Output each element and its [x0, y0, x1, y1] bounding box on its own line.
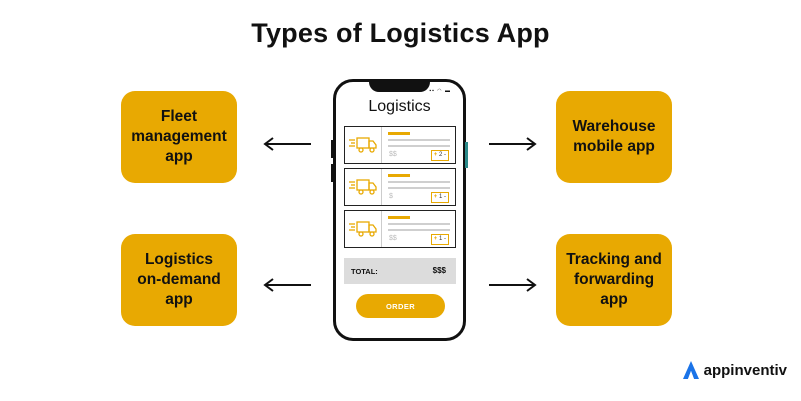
order-button[interactable]: ORDER — [356, 294, 445, 318]
quantity-stepper[interactable]: + 1 - — [430, 192, 449, 203]
item-price: $$ — [389, 151, 397, 158]
tracking-forwarding-box: Tracking and forwarding app — [556, 234, 672, 326]
brand-logo: appinventiv — [682, 360, 787, 380]
status-bar-icons: ▪▪ ◠ ▬ — [429, 88, 451, 94]
quantity-stepper[interactable]: + 1 - — [430, 234, 449, 245]
tracking-forwarding-label: Tracking and forwarding app — [566, 251, 662, 308]
arrow-left-bottom-icon — [263, 278, 311, 292]
logistics-on-demand-label: Logistics on-demand app — [137, 251, 221, 308]
phone-side-button — [331, 140, 334, 158]
diagram-title: Types of Logistics App — [251, 18, 550, 48]
screen-title: Logistics — [368, 98, 431, 115]
list-item[interactable]: $ + 1 - — [344, 168, 456, 206]
total-value: $$$ — [432, 266, 446, 275]
item-price: $ — [389, 193, 393, 200]
phone-side-button — [465, 142, 468, 168]
delivery-truck-icon — [349, 221, 377, 237]
total-bar: TOTAL: $$$ — [344, 258, 456, 284]
logistics-on-demand-box: Logistics on-demand app — [121, 234, 237, 326]
warehouse-mobile-box: Warehouse mobile app — [556, 91, 672, 183]
phone-side-button — [331, 164, 334, 182]
brand-name: appinventiv — [703, 361, 787, 379]
list-item[interactable]: $$ + 2 - — [344, 126, 456, 164]
fleet-management-label: Fleet management app — [131, 108, 227, 165]
arrow-right-bottom-icon — [489, 278, 537, 292]
list-item[interactable]: $$ + 1 - — [344, 210, 456, 248]
phone-mockup: ▪▪ ◠ ▬ Logistics $$ + 2 - — [331, 79, 468, 341]
warehouse-mobile-label: Warehouse mobile app — [572, 118, 656, 155]
delivery-truck-icon — [349, 179, 377, 195]
arrow-left-top-icon — [263, 137, 311, 151]
quantity-stepper[interactable]: + 2 - — [430, 150, 449, 161]
total-label: TOTAL: — [351, 267, 378, 276]
appinventiv-logo-icon — [682, 361, 699, 379]
phone-notch — [369, 79, 430, 92]
arrow-right-top-icon — [489, 137, 537, 151]
item-price: $$ — [389, 235, 397, 242]
fleet-management-box: Fleet management app — [121, 91, 237, 183]
delivery-truck-icon — [349, 137, 377, 153]
